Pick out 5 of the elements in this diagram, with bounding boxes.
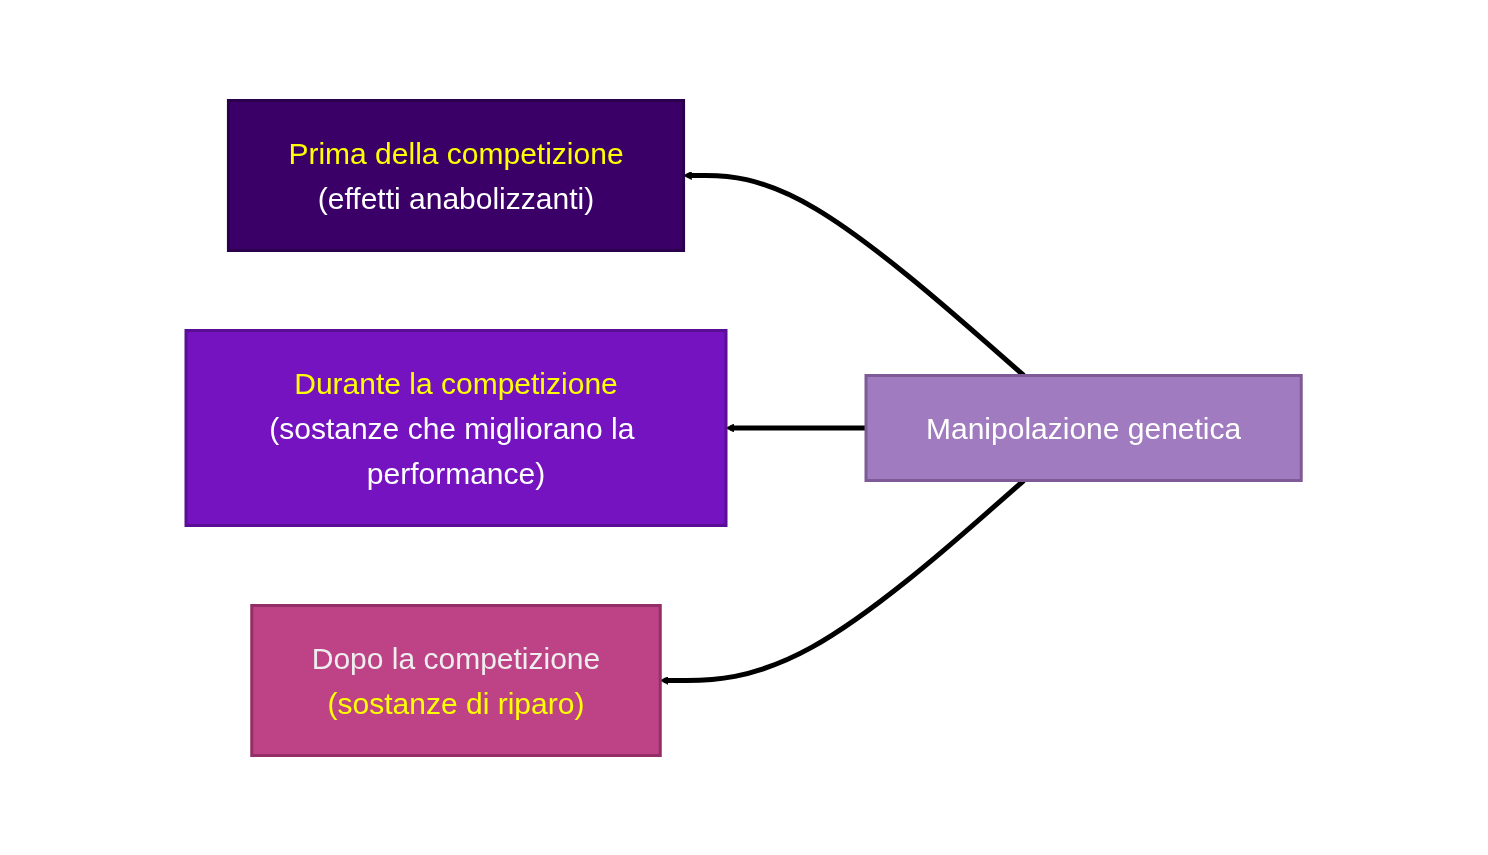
node-box: Prima della competizione (effetti anabolizzanti) (227, 98, 686, 252)
node-box: Dopo la competizione (sostanze di riparo) (250, 603, 663, 757)
node-box: Manipolazione genetica (864, 373, 1304, 482)
arrow (726, 423, 867, 432)
node-box: Durante la competizione (sostanze che migliorano la performance) (184, 328, 728, 527)
